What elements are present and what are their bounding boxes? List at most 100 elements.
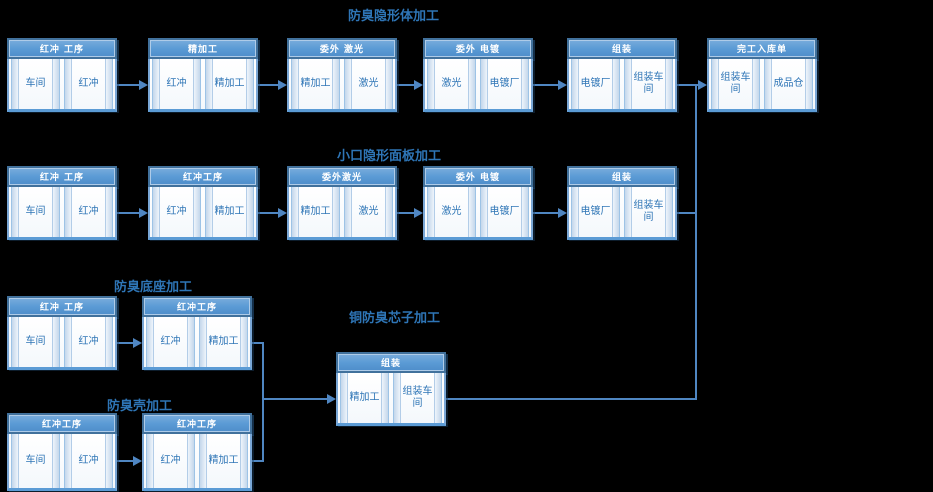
connector-line-horizontal bbox=[397, 84, 415, 86]
cell-stripe bbox=[193, 59, 200, 109]
process-node-r2-redpunch2[interactable]: 红冲工序 红冲 精加工 bbox=[148, 166, 258, 240]
node-header: 委外 电镀 bbox=[423, 166, 533, 187]
process-node-r1-plating[interactable]: 委外 电镀 激光 电镀厂 bbox=[423, 38, 533, 112]
cell-label: 组装车间 bbox=[633, 199, 664, 224]
cell-stripe bbox=[187, 317, 194, 367]
cell-stripe bbox=[612, 59, 619, 109]
connector-line-horizontal bbox=[252, 342, 264, 344]
connector-line-horizontal bbox=[397, 212, 415, 214]
process-node-r2-laser[interactable]: 委外激光 精加工 激光 bbox=[287, 166, 397, 240]
cell-stripe bbox=[805, 59, 812, 109]
cell-label: 精加工 bbox=[349, 391, 380, 403]
cell-stripe bbox=[345, 187, 352, 237]
cell-stripe bbox=[752, 59, 759, 109]
process-node-r4-redpunch2[interactable]: 红冲工序 红冲 精加工 bbox=[142, 413, 252, 491]
node-body: 精加工 激光 bbox=[287, 187, 397, 240]
connector-line-horizontal bbox=[117, 84, 140, 86]
process-node-r1-assembly[interactable]: 组装 电镀厂 组装车间 bbox=[567, 38, 677, 112]
cell-stripe bbox=[246, 187, 253, 237]
node-body: 电镀厂 组装车间 bbox=[567, 59, 677, 112]
cell-stripe bbox=[206, 187, 213, 237]
cell-stripe bbox=[105, 317, 112, 367]
process-node-r2-plating[interactable]: 委外 电镀 激光 电镀厂 bbox=[423, 166, 533, 240]
process-node-r1-finish[interactable]: 精加工 红冲 精加工 bbox=[148, 38, 258, 112]
cell-label: 车间 bbox=[25, 454, 46, 466]
cell-stripe bbox=[65, 434, 72, 488]
process-node-r3-redpunch[interactable]: 红冲 工序 车间 红冲 bbox=[7, 296, 117, 370]
node-cell: 电镀厂 bbox=[571, 59, 620, 109]
cell-stripe bbox=[147, 317, 154, 367]
arrow-head-icon bbox=[327, 394, 336, 404]
cell-label: 车间 bbox=[25, 335, 46, 347]
node-header: 红冲 工序 bbox=[7, 166, 117, 187]
cell-stripe bbox=[65, 187, 72, 237]
node-body: 电镀厂 组装车间 bbox=[567, 187, 677, 240]
node-header: 委外 激光 bbox=[287, 38, 397, 59]
node-cell: 车间 bbox=[11, 317, 60, 367]
process-node-r2-redpunch[interactable]: 红冲 工序 车间 红冲 bbox=[7, 166, 117, 240]
cell-stripe bbox=[521, 59, 528, 109]
cell-label: 精加工 bbox=[300, 205, 331, 217]
node-cell: 激光 bbox=[427, 59, 476, 109]
cell-label: 精加工 bbox=[214, 205, 245, 217]
cell-label: 激光 bbox=[441, 77, 462, 89]
node-header: 委外激光 bbox=[287, 166, 397, 187]
process-node-mid-assembly[interactable]: 组装 精加工 组装车间 bbox=[336, 352, 446, 426]
connector-line-horizontal bbox=[533, 84, 559, 86]
cell-stripe bbox=[385, 59, 392, 109]
node-cell: 红冲 bbox=[152, 59, 201, 109]
cell-label: 电镀厂 bbox=[489, 205, 520, 217]
node-cell: 红冲 bbox=[64, 59, 113, 109]
node-cell: 精加工 bbox=[291, 187, 340, 237]
arrow-head-icon bbox=[414, 80, 423, 90]
process-node-r4-redpunch[interactable]: 红冲工序 车间 红冲 bbox=[7, 413, 117, 491]
cell-stripe bbox=[240, 317, 247, 367]
cell-stripe bbox=[332, 187, 339, 237]
node-header: 红冲 工序 bbox=[7, 38, 117, 59]
cell-label: 精加工 bbox=[208, 335, 239, 347]
title-base: 防臭底座加工 bbox=[114, 280, 193, 295]
process-node-r1-stockin[interactable]: 完工入库单 组装车间 成品仓 bbox=[707, 38, 817, 112]
process-node-r1-laser[interactable]: 委外 激光 精加工 激光 bbox=[287, 38, 397, 112]
cell-stripe bbox=[52, 59, 59, 109]
cell-label: 电镀厂 bbox=[580, 205, 611, 217]
cell-stripe bbox=[712, 59, 719, 109]
arrow-head-icon bbox=[558, 208, 567, 218]
cell-stripe bbox=[341, 373, 348, 423]
cell-label: 成品仓 bbox=[773, 77, 804, 89]
cell-label: 组装车间 bbox=[720, 71, 751, 96]
process-node-r3-redpunch2[interactable]: 红冲工序 红冲 精加工 bbox=[142, 296, 252, 370]
connector-line-horizontal bbox=[258, 84, 279, 86]
connector-line-horizontal bbox=[258, 212, 279, 214]
cell-stripe bbox=[572, 59, 579, 109]
node-body: 激光 电镀厂 bbox=[423, 59, 533, 112]
arrow-head-icon bbox=[133, 456, 142, 466]
node-cell: 组装车间 bbox=[624, 59, 673, 109]
node-header: 红冲 工序 bbox=[7, 296, 117, 317]
node-header: 红冲工序 bbox=[7, 413, 117, 434]
process-node-r2-assembly[interactable]: 组装 电镀厂 组装车间 bbox=[567, 166, 677, 240]
title-shell: 防臭壳加工 bbox=[107, 399, 173, 414]
title-body: 防臭隐形体加工 bbox=[348, 9, 440, 24]
cell-label: 激光 bbox=[358, 77, 379, 89]
cell-label: 红冲 bbox=[78, 454, 99, 466]
cell-stripe bbox=[292, 187, 299, 237]
node-body: 精加工 组装车间 bbox=[336, 373, 446, 426]
node-body: 精加工 激光 bbox=[287, 59, 397, 112]
arrow-head-icon bbox=[278, 80, 287, 90]
node-cell: 电镀厂 bbox=[480, 59, 529, 109]
node-cell: 红冲 bbox=[64, 434, 113, 488]
connector-line-horizontal bbox=[533, 212, 559, 214]
node-cell: 组装车间 bbox=[393, 373, 442, 423]
arrow-head-icon bbox=[414, 208, 423, 218]
cell-label: 红冲 bbox=[166, 205, 187, 217]
node-header: 红冲工序 bbox=[142, 296, 252, 317]
cell-stripe bbox=[381, 373, 388, 423]
node-header: 委外 电镀 bbox=[423, 38, 533, 59]
process-node-r1-redpunch[interactable]: 红冲 工序 车间 红冲 bbox=[7, 38, 117, 112]
cell-stripe bbox=[468, 187, 475, 237]
cell-label: 红冲 bbox=[78, 335, 99, 347]
node-body: 车间 红冲 bbox=[7, 187, 117, 240]
node-cell: 电镀厂 bbox=[571, 187, 620, 237]
